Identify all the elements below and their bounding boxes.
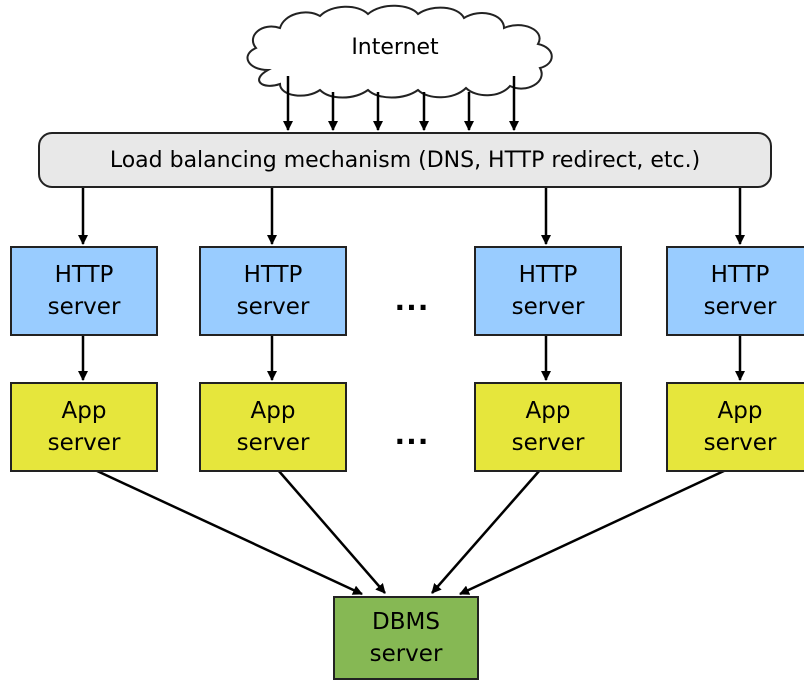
app-server-line1: App [250,398,296,424]
http-server-line2: server [703,294,777,320]
app-server-line2: server [236,430,310,456]
load-balancer-label: Load balancing mechanism (DNS, HTTP redi… [109,147,701,173]
app-server-line2: server [511,430,585,456]
app-server-1: App server [10,382,158,472]
http-server-line1: HTTP [243,262,303,288]
app-server-line2: server [47,430,121,456]
http-server-line2: server [236,294,310,320]
app-server-2: App server [199,382,347,472]
app-server-4: App server [666,382,804,472]
http-ellipsis: ... [394,284,430,317]
app-server-line1: App [525,398,571,424]
app-server-line1: App [717,398,763,424]
app-server-line2: server [703,430,777,456]
app-db-arrow-2 [277,469,386,594]
dbms-line1: DBMS [372,609,440,635]
app-db-arrow-3 [431,469,541,594]
app-ellipsis: ... [394,418,430,451]
load-balancer-box: Load balancing mechanism (DNS, HTTP redi… [38,132,772,188]
http-server-2: HTTP server [199,246,347,336]
internet-label: Internet [351,35,439,60]
app-server-3: App server [474,382,622,472]
app-db-arrow-1 [94,468,363,596]
http-server-line2: server [511,294,585,320]
http-server-1: HTTP server [10,246,158,336]
internet-cloud-shape [246,4,553,99]
http-server-line1: HTTP [710,262,770,288]
dbms-line2: server [369,641,443,667]
http-server-4: HTTP server [666,246,804,336]
http-server-line2: server [47,294,121,320]
http-server-3: HTTP server [474,246,622,336]
http-server-line1: HTTP [518,262,578,288]
app-server-line1: App [61,398,107,424]
dbms-server: DBMS server [333,596,479,680]
http-server-line1: HTTP [54,262,114,288]
app-db-arrow-4 [459,468,727,596]
